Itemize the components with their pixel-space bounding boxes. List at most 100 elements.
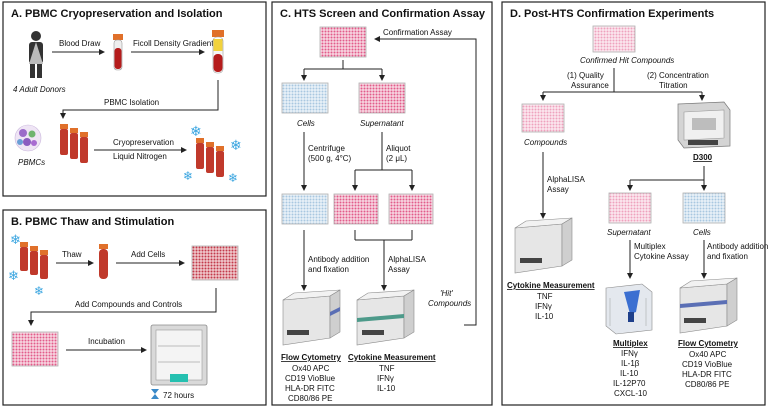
- plate-reader-icon: [356, 289, 415, 346]
- c-cyto-item: IL-10: [377, 384, 396, 393]
- svg-text:❄: ❄: [8, 269, 19, 284]
- panel-b-title: B. PBMC Thaw and Stimulation: [11, 216, 174, 228]
- ct-label-1: (2) Concentration: [647, 71, 709, 80]
- hit-label-2: Compounds: [428, 299, 471, 308]
- d-flow-item: CD19 VioBlue: [682, 360, 733, 369]
- ficoll-label: Ficoll Density Gradient: [133, 39, 214, 48]
- antibody-label-2: and fixation: [308, 265, 349, 274]
- c-cyto-item: IFNγ: [377, 374, 394, 383]
- blood-draw-label: Blood Draw: [59, 39, 101, 48]
- svg-text:❄: ❄: [190, 124, 202, 140]
- cells-label: Cells: [297, 119, 315, 128]
- d-cyto-title: Cytokine Measurement: [507, 281, 595, 290]
- c-flow-item: HLA-DR FITC: [285, 384, 335, 393]
- d-flow-item: CD80/86 PE: [685, 380, 729, 389]
- arrow-add-compounds: [28, 288, 217, 326]
- panel-a: A. PBMC Cryopreservation and Isolation 4…: [2, 1, 267, 197]
- aliquot-label-1: Aliquot: [386, 144, 411, 153]
- hourglass-icon: [151, 389, 159, 399]
- ct-label-2: Titration: [659, 81, 688, 90]
- cryo-label: Cryopreservation: [113, 138, 174, 147]
- d-flow-cytometer-icon: [679, 277, 738, 334]
- thaw-tubes-icon: ❄ ❄ ❄: [8, 233, 48, 298]
- antibody-label-1: Antibody addition: [308, 255, 369, 264]
- ln2-label: Liquid Nitrogen: [113, 152, 167, 161]
- panel-d-title: D. Post-HTS Confirmation Experiments: [510, 8, 714, 20]
- panel-a-title: A. PBMC Cryopreservation and Isolation: [11, 8, 223, 20]
- incubator-icon: [150, 324, 208, 386]
- hit-label-1: 'Hit': [440, 289, 453, 298]
- c-flow-item: CD80/86 PE: [288, 394, 332, 403]
- flow-cytometer-icon: [282, 289, 341, 346]
- d-cells-label: Cells: [693, 228, 711, 237]
- incubation-label: Incubation: [88, 337, 125, 346]
- screen-plate-icon: [319, 26, 367, 58]
- d-multi-item: CXCL-10: [614, 389, 647, 398]
- d-multi-title: Multiplex: [613, 339, 648, 348]
- alpha-label-1: AlphaLISA: [388, 255, 426, 264]
- qa-label-1: (1) Quality: [567, 71, 604, 80]
- donors-label: 4 Adult Donors: [13, 85, 66, 94]
- multiplex-label-1: Multiplex: [634, 242, 666, 251]
- supernatant-label: Supernatant: [360, 119, 404, 128]
- c-cyto-item: TNF: [379, 364, 395, 373]
- cell-plate-icon: [191, 245, 239, 281]
- d-cyto-item: TNF: [537, 292, 553, 301]
- alpha-label-2: Assay: [388, 265, 410, 274]
- d-alpha-label-1: AlphaLISA: [547, 175, 585, 184]
- hours-label: 72 hours: [163, 391, 194, 400]
- arrow-confirmation: [374, 36, 477, 326]
- c-flow-item: Ox40 APC: [292, 364, 330, 373]
- confirmation-label: Confirmation Assay: [383, 28, 452, 37]
- thawed-tube-icon: [99, 244, 108, 279]
- svg-text:❄: ❄: [10, 233, 21, 248]
- donor-person-icon: [29, 31, 43, 78]
- alpha-plate-right-icon: [388, 193, 434, 225]
- d-supernatant-plate-icon: [608, 192, 652, 224]
- ficoll-tube-icon: [212, 30, 224, 74]
- c-cyto-title: Cytokine Measurement: [348, 353, 436, 362]
- d-flow-item: Ox40 APC: [689, 350, 727, 359]
- d-antibody-label-2: and fixation: [707, 252, 748, 261]
- multiplex-instrument-icon: [605, 283, 653, 335]
- d300-dispenser-icon: [677, 101, 731, 149]
- d-supernatant-label: Supernatant: [607, 228, 651, 237]
- svg-text:❄: ❄: [230, 138, 242, 154]
- compounds-label: Compounds: [524, 138, 567, 147]
- isolation-label: PBMC Isolation: [104, 98, 159, 107]
- panel-d: D. Post-HTS Confirmation Experiments Con…: [501, 1, 768, 406]
- d-cyto-item: IL-10: [535, 312, 554, 321]
- centrifuge-label-2: (500 g, 4°C): [308, 154, 352, 163]
- panel-b: B. PBMC Thaw and Stimulation ❄ ❄ ❄ Thaw …: [2, 209, 267, 406]
- d-cyto-item: IFNγ: [535, 302, 552, 311]
- d-multi-item: IL-1β: [621, 359, 640, 368]
- centrifuge-label-1: Centrifuge: [308, 144, 345, 153]
- add-cells-label: Add Cells: [131, 250, 165, 259]
- qa-label-2: Assurance: [571, 81, 609, 90]
- panel-c: C. HTS Screen and Confirmation Assay Con…: [271, 1, 493, 406]
- d300-label: D300: [693, 153, 713, 162]
- thaw-label: Thaw: [62, 250, 82, 259]
- confirmed-plate-icon: [592, 25, 636, 53]
- d-alpha-label-2: Assay: [547, 185, 569, 194]
- d-antibody-label-1: Antibody addition: [707, 242, 768, 251]
- d-cells-plate-icon: [682, 192, 726, 224]
- pbmcs-label: PBMCs: [18, 158, 45, 167]
- confirmed-label: Confirmed Hit Compounds: [580, 56, 674, 65]
- d-multi-item: IL-10: [620, 369, 639, 378]
- d-flow-item: HLA-DR FITC: [682, 370, 732, 379]
- supernatant-plate-icon: [358, 82, 406, 114]
- pbmc-cells-icon: [14, 124, 42, 152]
- svg-text:❄: ❄: [228, 171, 238, 185]
- svg-text:❄: ❄: [34, 284, 44, 298]
- frozen-tubes-icon: ❄ ❄ ❄ ❄: [183, 124, 242, 185]
- blood-tube-icon: [113, 34, 123, 71]
- cells-plate-icon: [281, 82, 329, 114]
- arrow-isolation: [60, 80, 219, 119]
- aliquot-label-2: (2 μL): [386, 154, 407, 163]
- alpha-plate-left-icon: [333, 193, 379, 225]
- compound-plate-icon: [11, 331, 59, 367]
- panel-c-title: C. HTS Screen and Confirmation Assay: [280, 8, 486, 20]
- d-multi-item: IFNγ: [621, 349, 638, 358]
